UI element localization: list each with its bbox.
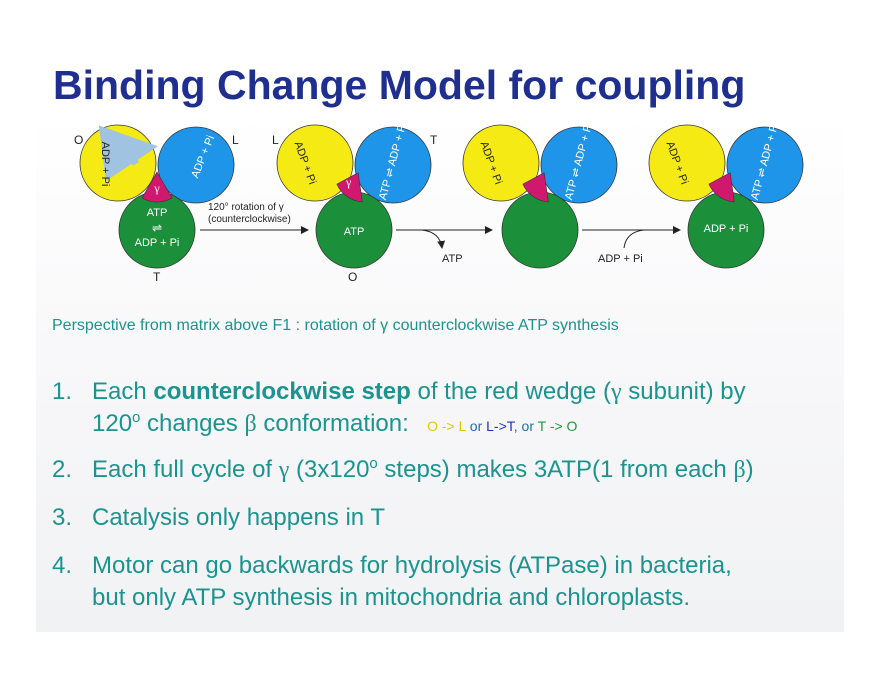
- text-span: changes: [140, 410, 245, 437]
- list-number: 4.: [52, 552, 73, 579]
- transition-l-t: L->T: [486, 418, 514, 434]
- release-curve-arrow: [421, 229, 446, 249]
- green-label-top: ATP: [147, 207, 168, 219]
- corner-label-l: L: [272, 133, 279, 147]
- corner-label-l: L: [232, 133, 239, 147]
- transition-o-l: O -> L: [427, 418, 466, 434]
- corner-label-t: T: [430, 133, 438, 147]
- gamma-label: γ: [345, 175, 352, 189]
- list-number: 3.: [52, 504, 73, 531]
- yellow-label: ADP + Pi: [99, 142, 111, 187]
- binding-curve-arrow: [623, 229, 645, 249]
- corner-label-o: O: [74, 133, 83, 147]
- item-line: Each counterclockwise step of the red we…: [92, 376, 746, 408]
- item-line: 120o changes β conformation: O -> L or L…: [92, 408, 577, 442]
- rotation-arrow-icon: [98, 125, 158, 182]
- diagram-caption: Perspective from matrix above F1 : rotat…: [52, 317, 619, 334]
- greek-symbol: γ: [610, 379, 622, 405]
- text-span: Each: [92, 378, 154, 405]
- beta-subunit-blue: [540, 126, 618, 204]
- beta-subunit-blue: [157, 126, 235, 204]
- gamma-wedge: [141, 171, 173, 203]
- beta-subunit-blue: [726, 126, 804, 204]
- release-label: ATP: [442, 253, 463, 265]
- superscript: o: [132, 409, 141, 426]
- gamma-label: γ: [153, 181, 160, 195]
- text-span: , or: [513, 418, 538, 434]
- panel-2: γ ADP + Pi ATP ⇌ ADP + Pi ATP L T O: [272, 121, 438, 284]
- slide-title: Binding Change Model for coupling: [53, 62, 746, 108]
- beta-subunit-yellow: [276, 124, 354, 202]
- corner-label-t: T: [153, 270, 161, 284]
- beta-subunit-yellow: [79, 124, 157, 202]
- item-line: Catalysis only happens in T: [92, 504, 386, 531]
- green-equilibrium-icon: ⇌: [152, 221, 162, 235]
- emphasis-text: counterclockwise step: [153, 378, 411, 405]
- greek-symbol: β: [244, 411, 257, 437]
- text-span: 120: [92, 410, 133, 437]
- superscript: o: [369, 455, 378, 472]
- green-label: ADP + Pi: [704, 223, 749, 235]
- gamma-wedge: [522, 172, 549, 203]
- text-span: subunit) by: [621, 378, 746, 405]
- item-line: Each full cycle of γ (3x120o steps) make…: [92, 454, 754, 486]
- green-label-bottom: ADP + Pi: [135, 237, 180, 249]
- binding-change-diagram: γ ADP + Pi ADP + Pi ATP ⇌ ADP + Pi O L T…: [74, 121, 804, 284]
- corner-label-o: O: [348, 270, 357, 284]
- text-span: (3x120: [289, 456, 370, 483]
- state-transitions: O -> L or L->T, or T -> O: [415, 418, 577, 434]
- panel-4: ADP + Pi ATP ⇌ ADP + Pi ADP + Pi: [648, 121, 804, 269]
- text-span: or: [465, 418, 487, 434]
- panel-3: ADP + Pi ATP ⇌ ADP + Pi: [462, 121, 618, 269]
- binding-label: ADP + Pi: [598, 253, 643, 265]
- green-label: ATP: [344, 226, 365, 238]
- list-number: 2.: [52, 456, 73, 483]
- rotation-label-line2: (counterclockwise): [208, 214, 291, 225]
- beta-subunit-blue: [354, 126, 432, 204]
- beta-subunit-yellow: [462, 124, 540, 202]
- rotation-label-line1: 120° rotation of γ: [208, 202, 284, 213]
- item-line: but only ATP synthesis in mitochondria a…: [92, 584, 691, 611]
- gamma-wedge: [708, 172, 735, 203]
- text-span: of the red wedge (: [410, 378, 611, 405]
- gamma-wedge: [336, 172, 363, 203]
- beta-subunit-yellow: [648, 124, 726, 202]
- text-span: Each full cycle of: [92, 456, 279, 483]
- transition-t-o: T -> O: [537, 418, 578, 434]
- greek-symbol: β: [733, 457, 746, 483]
- text-span: conformation:: [256, 410, 409, 437]
- list-number: 1.: [52, 378, 73, 405]
- text-span: steps) makes 3ATP(1 from each: [377, 456, 734, 483]
- beta-subunit-green: [501, 191, 579, 269]
- item-line: Motor can go backwards for hydrolysis (A…: [92, 552, 732, 579]
- greek-symbol: γ: [278, 457, 290, 483]
- panel-1: γ ADP + Pi ADP + Pi ATP ⇌ ADP + Pi O L T: [74, 124, 239, 284]
- text-span: ): [745, 456, 754, 483]
